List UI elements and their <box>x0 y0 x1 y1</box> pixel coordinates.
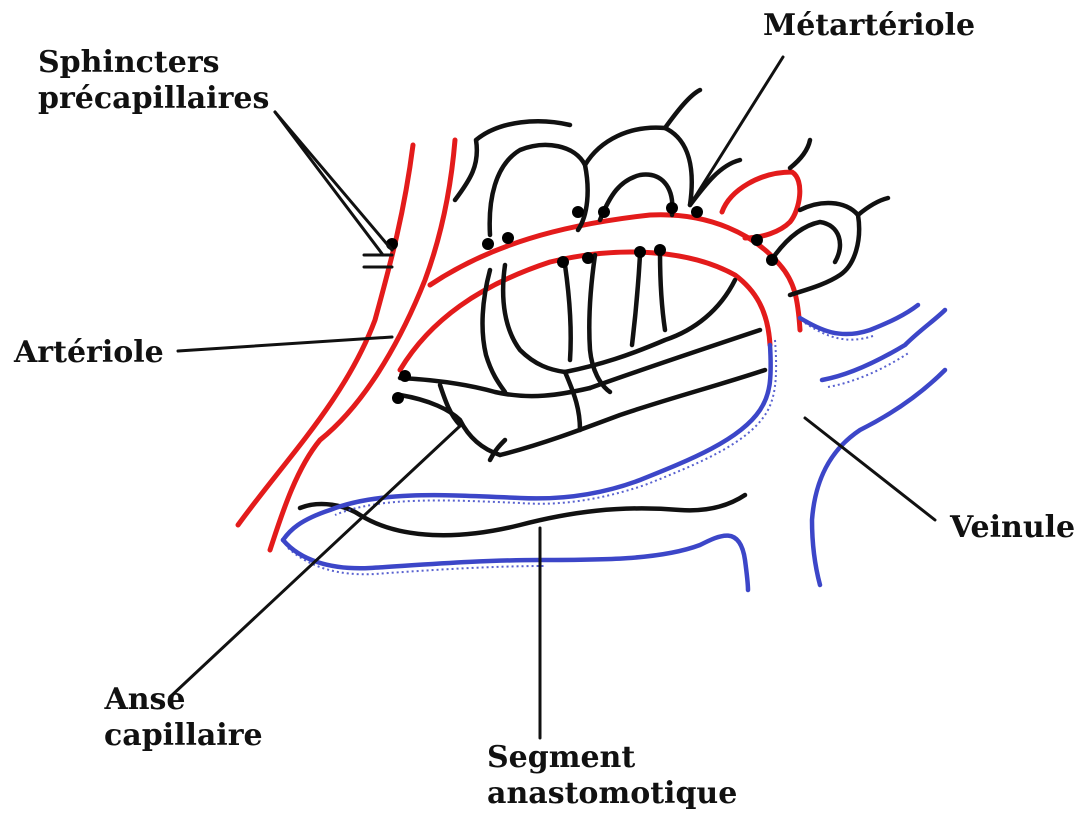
label-line: Artériole <box>14 335 164 371</box>
sphincter-dot <box>502 232 514 244</box>
sphincter-dot <box>399 370 411 382</box>
sphincter-dot <box>392 392 404 404</box>
sphincter-dot <box>582 252 594 264</box>
label-line: Métartériole <box>763 8 975 44</box>
label-line: Sphincters <box>38 45 269 81</box>
venous-vessels <box>283 305 945 590</box>
label-segment-anastomotique: Segment anastomotique <box>487 740 737 812</box>
sphincter-dot <box>666 202 678 214</box>
anse-leader <box>170 426 460 697</box>
sphincter-leader-2 <box>275 112 383 255</box>
sphincter-dot <box>482 238 494 250</box>
sphincter-dot <box>557 256 569 268</box>
label-line: anastomotique <box>487 776 737 812</box>
sphincter-dot <box>572 206 584 218</box>
metarteriole-vessel <box>400 172 800 370</box>
metarteriole-leader <box>690 57 783 205</box>
label-line: capillaire <box>104 718 230 754</box>
label-line: Anse <box>60 682 230 718</box>
sphincter-dot <box>751 234 763 246</box>
sphincter-dot <box>634 246 646 258</box>
label-anse-capillaire: Anse capillaire <box>60 682 230 754</box>
label-sphincters-precapillaires: Sphincters précapillaires <box>38 45 269 117</box>
label-arteriole: Artériole <box>14 335 164 371</box>
label-line: Segment <box>487 740 737 776</box>
leader-lines <box>170 57 935 738</box>
label-line: Veinule <box>950 510 1075 546</box>
label-veinule: Veinule <box>950 510 1075 546</box>
sphincter-dot <box>598 206 610 218</box>
label-metarteriole: Métartériole <box>763 8 975 44</box>
sphincter-dot <box>766 254 778 266</box>
sphincter-leader-1 <box>275 112 392 250</box>
sphincter-dot <box>654 244 666 256</box>
label-line: précapillaires <box>38 81 269 117</box>
sphincter-dot <box>691 206 703 218</box>
